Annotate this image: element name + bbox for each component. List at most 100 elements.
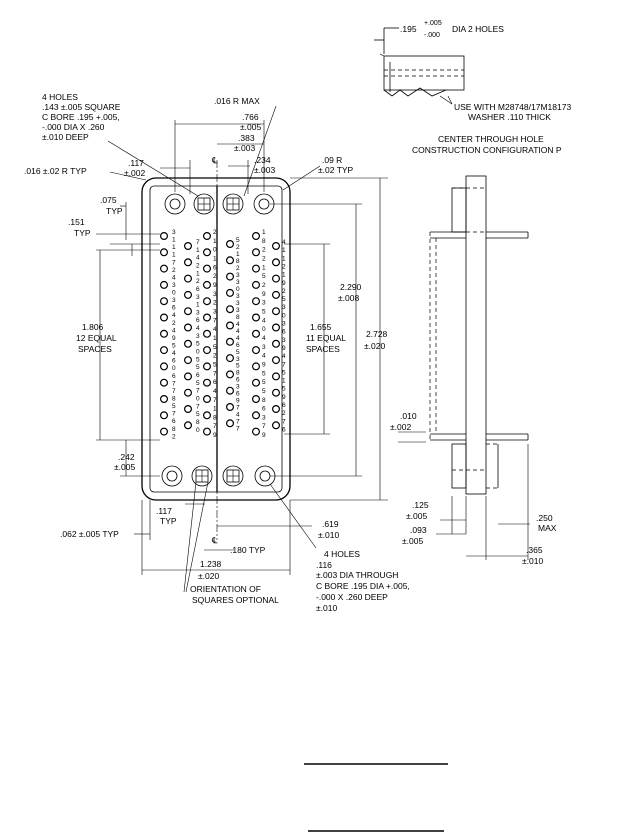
pin-number: 5 <box>282 296 286 303</box>
contact-pin <box>272 421 281 430</box>
pin-number: 5 <box>172 343 176 350</box>
pin-number: 5 <box>172 403 176 410</box>
eq-12: 12 EQUAL <box>76 333 117 343</box>
pin-number: 0 <box>172 290 176 297</box>
pin-number: 4 <box>196 255 200 262</box>
pin-number: 1 <box>213 255 217 262</box>
dim-2728: 2.728 <box>366 329 388 339</box>
pin-number: 9 <box>213 282 217 289</box>
pin-number: 3 <box>262 414 266 421</box>
pin-number: 7 <box>262 423 266 430</box>
dim-075-typ: TYP <box>106 206 123 216</box>
pin-number: 8 <box>236 370 240 377</box>
pin-number: 3 <box>172 282 176 289</box>
dim-180: .180 TYP <box>230 545 266 555</box>
contact-pin <box>272 258 281 267</box>
pin-number: 4 <box>213 388 217 395</box>
pin-number: 2 <box>172 320 176 327</box>
pin-number: 7 <box>282 361 286 368</box>
pin-number: 8 <box>196 419 200 426</box>
dia-value: .195 <box>400 24 417 34</box>
pin-number: 6 <box>213 379 217 386</box>
pin-number: 4 <box>282 353 286 360</box>
contact-pin <box>252 232 261 241</box>
contact-pin <box>272 388 281 397</box>
dim-151-typ: TYP <box>74 228 91 238</box>
pin-number: 1 <box>282 272 286 279</box>
side-view: .010 ±.002 .125 ±.005 .093 ±.005 .250 MA… <box>390 175 557 566</box>
pin-number: 1 <box>196 247 200 254</box>
contact-pin <box>160 280 169 289</box>
contact-pin <box>160 411 169 420</box>
pin-number: 4 <box>196 325 200 332</box>
pin-number: 5 <box>196 380 200 387</box>
pin-number: 8 <box>262 238 266 245</box>
pin-number: 6 <box>196 317 200 324</box>
pin-number: 3 <box>282 337 286 344</box>
pin-number: 5 <box>196 411 200 418</box>
pin-number: 5 <box>236 363 240 370</box>
pin-number: 6 <box>262 406 266 413</box>
contact-pin <box>252 280 261 289</box>
pin-number: 3 <box>236 300 240 307</box>
pin-number: 2 <box>262 282 266 289</box>
contact-pin <box>184 274 193 283</box>
center-through-label: CENTER THROUGH HOLE <box>438 134 544 144</box>
contact-pin <box>184 323 193 332</box>
contact-pin <box>252 346 261 355</box>
dim-365-tol: ±.010 <box>522 556 543 566</box>
pin-number: 6 <box>213 264 217 271</box>
contact-pin <box>184 388 193 397</box>
dim-2290: 2.290 <box>340 282 362 292</box>
contact-pin <box>184 372 193 381</box>
dim-383-tol: ±.003 <box>234 143 255 153</box>
four-holes-note-2: .143 ±.005 SQUARE <box>42 102 121 112</box>
pin-number: 6 <box>282 329 286 336</box>
contact-pin <box>252 378 261 387</box>
dia-tol-minus: -.000 <box>424 32 440 39</box>
pin-number: 1 <box>213 335 217 342</box>
pin-number: 1 <box>172 237 176 244</box>
pin-number: 5 <box>196 356 200 363</box>
pin-number: 4 <box>236 328 240 335</box>
contact-pin <box>184 405 193 414</box>
washer-detail: .195 +.005 -.000 DIA 2 HOLES USE WITH M2… <box>374 20 571 155</box>
pin-number: 1 <box>213 238 217 245</box>
pin-number: 7 <box>213 397 217 404</box>
pin-number: 8 <box>236 258 240 265</box>
contact-pin <box>272 372 281 381</box>
pin-number: 5 <box>282 386 286 393</box>
dim-010-tol: ±.002 <box>390 422 411 432</box>
contact-pin <box>252 362 261 371</box>
r016-label: .016 ±.02 R TYP <box>24 166 87 176</box>
pin-number: 2 <box>196 262 200 269</box>
contact-pin <box>203 362 212 371</box>
contact-pin <box>226 386 235 395</box>
contact-pin <box>160 297 169 306</box>
contact-pin <box>203 264 212 273</box>
centerline-label: ℄ <box>211 155 218 165</box>
dim-1238: 1.238 <box>200 559 222 569</box>
pin-number: 0 <box>196 395 200 402</box>
pin-number: 5 <box>262 308 266 315</box>
pin-number: 3 <box>196 309 200 316</box>
dim-250: .250 <box>536 513 553 523</box>
dim-062: .062 ±.005 TYP <box>60 529 119 539</box>
contact-pin <box>160 346 169 355</box>
dim-2728-tol: ±.020 <box>364 341 385 351</box>
contact-pin <box>203 411 212 420</box>
contact-pin <box>226 288 235 297</box>
pin-number: 7 <box>236 426 240 433</box>
pin-number: 3 <box>213 308 217 315</box>
pin-number: 2 <box>196 278 200 285</box>
dim-234: .234 <box>254 155 271 165</box>
contact-pin <box>272 356 281 365</box>
pin-number: 2 <box>236 244 240 251</box>
pin-number: 7 <box>213 317 217 324</box>
pin-number: 3 <box>196 333 200 340</box>
contact-pin <box>272 307 281 316</box>
pin-number: 8 <box>172 395 176 402</box>
pin-number: 8 <box>213 414 217 421</box>
pin-number: 5 <box>196 364 200 371</box>
contact-pin <box>203 427 212 436</box>
